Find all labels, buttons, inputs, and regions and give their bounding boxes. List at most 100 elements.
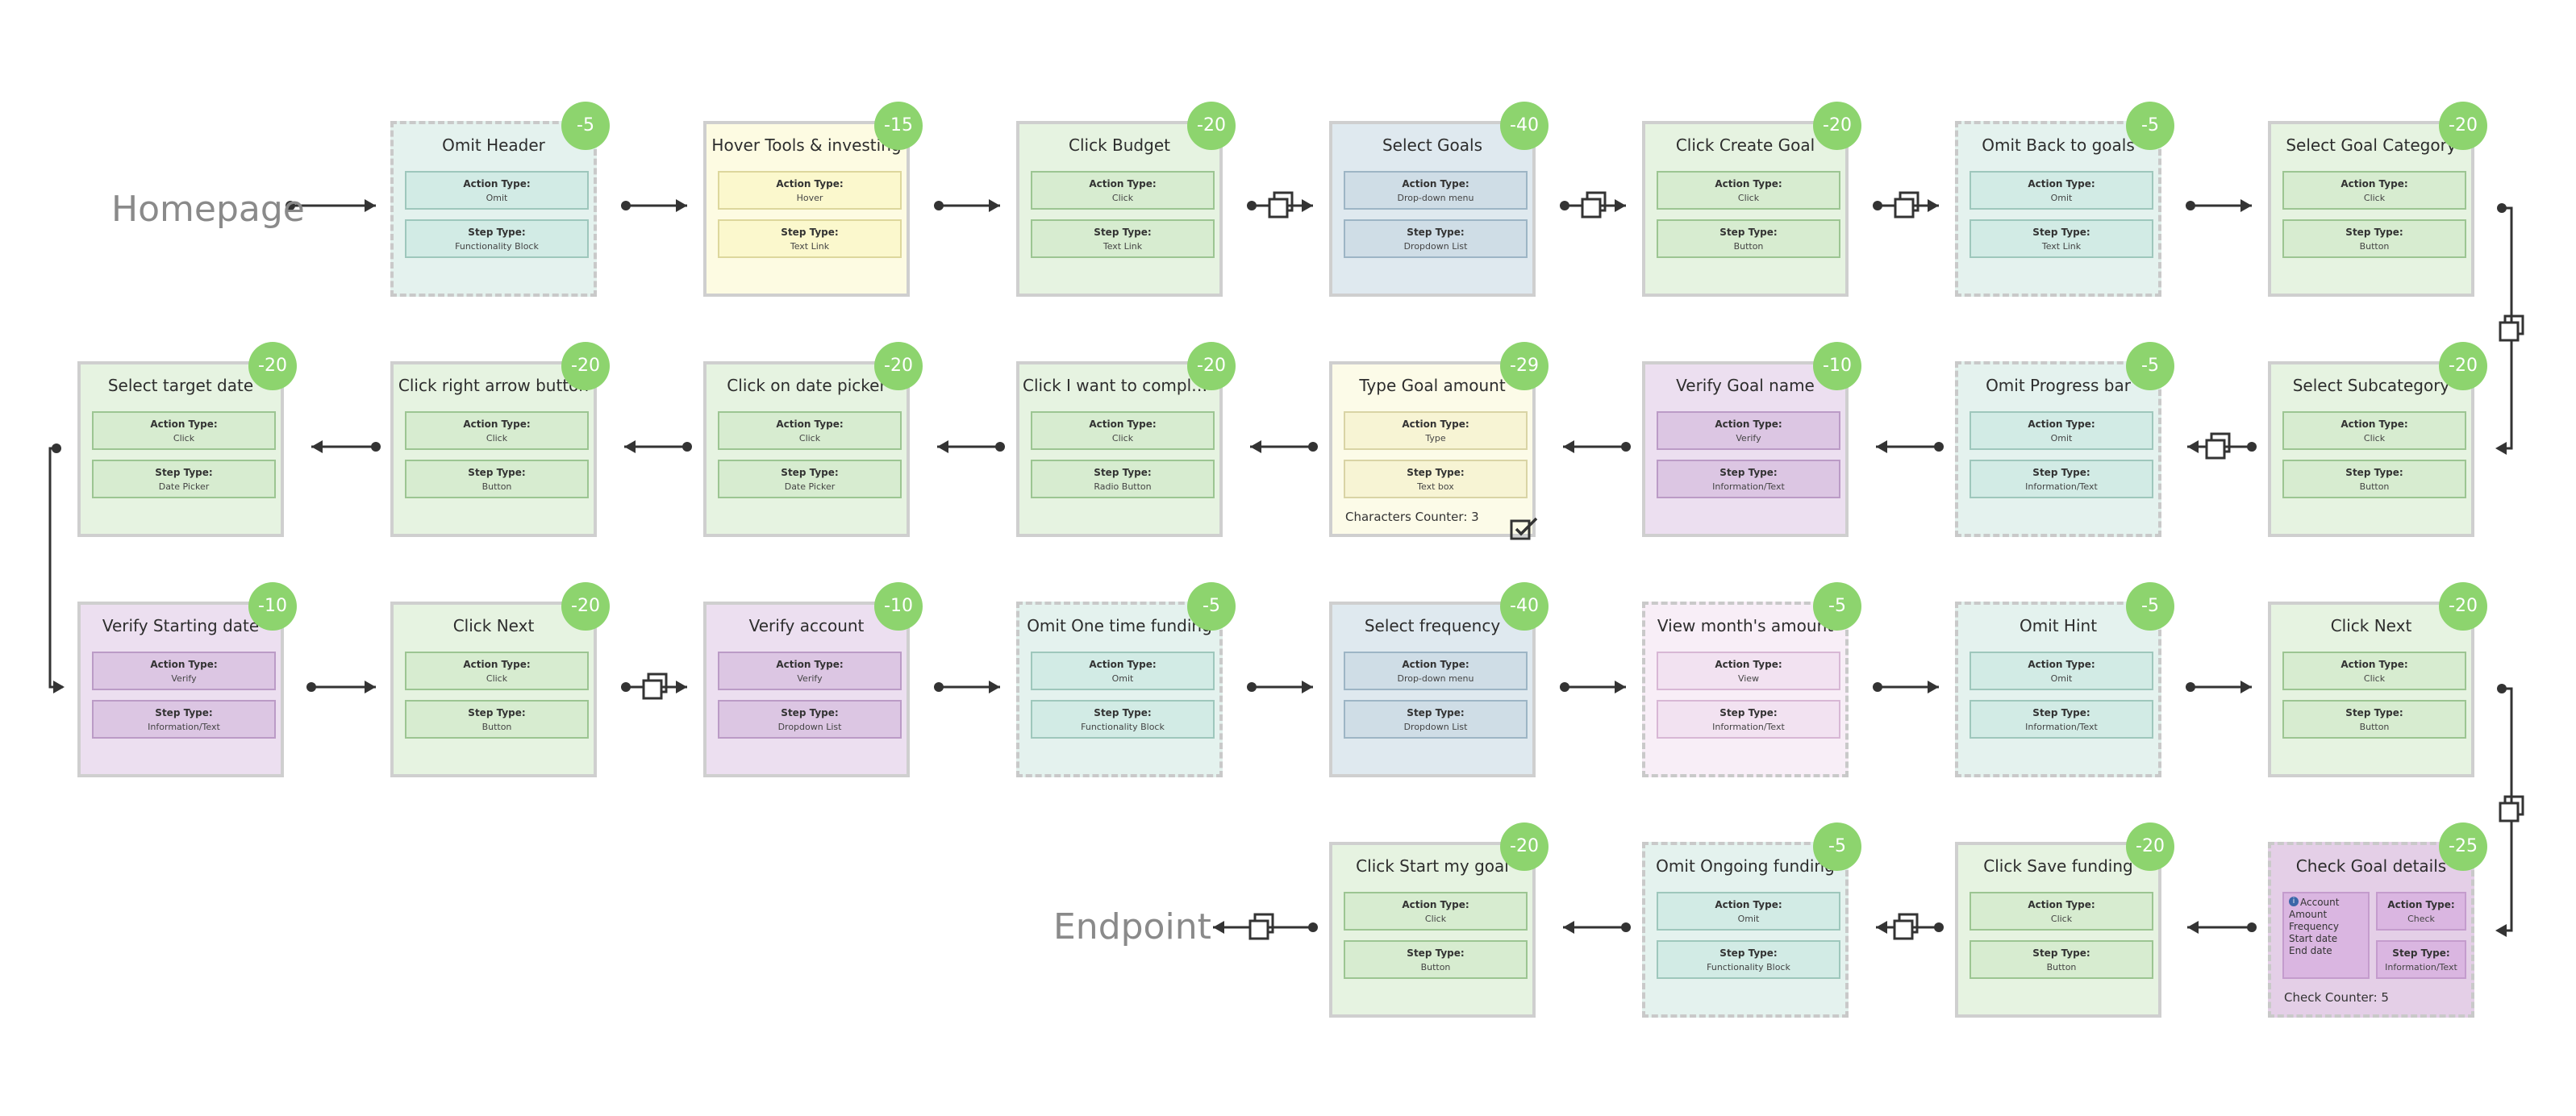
- step-type-field: Step Type: Information/Text: [1970, 700, 2153, 739]
- action-type-field: Action Type:Click: [2282, 171, 2466, 210]
- step-type-field: Step Type:Dropdown List: [1344, 700, 1528, 739]
- step-title: Hover Tools & investing: [711, 135, 902, 155]
- arrowhead-icon: [365, 681, 376, 693]
- action-type-field: Action Type:Click: [718, 411, 902, 450]
- step-title: View month's amount: [1657, 616, 1834, 635]
- step-type-field: Step Type:Date Picker: [718, 460, 902, 498]
- arrowhead-icon: [1302, 681, 1313, 693]
- action-type-field-label: Action Type:: [776, 178, 844, 189]
- action-type-field-value: Omit: [1737, 914, 1760, 924]
- action-type-field-label: Action Type:: [2028, 899, 2095, 910]
- checkbox-check-icon: [1510, 517, 1538, 540]
- action-type-field: Action Type:Click: [2282, 652, 2466, 690]
- action-type-field-value: Click: [1111, 433, 1134, 443]
- step-title: Click Create Goal: [1675, 135, 1815, 155]
- connector-dot: [2247, 442, 2257, 452]
- connector-dot: [2497, 684, 2507, 693]
- step-type-field-label: Step Type:: [1407, 467, 1465, 478]
- arrowhead-icon: [2495, 442, 2507, 455]
- score-badge: -20: [1500, 822, 1549, 871]
- step-type-field-label: Step Type:: [468, 707, 526, 718]
- step-type-field-value: Information/Text: [2025, 722, 2098, 732]
- action-type-field-label: Action Type:: [2387, 899, 2455, 910]
- connector-dot: [682, 442, 692, 452]
- step-title: Click Start my goal: [1356, 856, 1509, 876]
- score-badge: -20: [561, 582, 610, 631]
- score-badge: -29: [1500, 342, 1549, 390]
- connector-dot: [1247, 682, 1257, 692]
- connector-dot: [1873, 201, 1882, 210]
- arrowhead-icon: [1213, 921, 1224, 934]
- score-badge: -10: [874, 582, 923, 631]
- action-type-field: Action Type:Check: [2376, 892, 2466, 931]
- endpoint-label: Endpoint: [1053, 906, 1211, 947]
- connector-dot: [621, 682, 631, 692]
- action-type-field: Action Type:Omit: [1970, 411, 2153, 450]
- arrowhead-icon: [1876, 921, 1887, 934]
- step-title: Select frequency: [1364, 616, 1501, 635]
- copy-icon: [2499, 802, 2520, 822]
- connector-dot: [934, 682, 944, 692]
- arrowhead-icon: [2187, 440, 2199, 453]
- action-type-field-value: Type: [1425, 433, 1446, 443]
- action-type-field-label: Action Type:: [1715, 178, 1782, 189]
- step-type-field-label: Step Type:: [2032, 707, 2090, 718]
- score-badge: -20: [1187, 342, 1236, 390]
- step-title: Click right arrow button: [398, 376, 590, 395]
- step-type-field-value: Information/Text: [1712, 481, 1785, 492]
- step-type-field: Step Type:Text box: [1344, 460, 1528, 498]
- connector-dot: [1621, 442, 1631, 452]
- step-type-field: Step Type:Text Link: [1970, 219, 2153, 258]
- action-type-field-label: Action Type:: [2028, 659, 2095, 670]
- connector-dot: [306, 682, 316, 692]
- step-type-field-label: Step Type:: [468, 467, 526, 478]
- action-type-field-label: Action Type:: [1715, 418, 1782, 430]
- step-type-field: Step Type:Text Link: [718, 219, 902, 258]
- action-type-field-label: Action Type:: [1402, 418, 1469, 430]
- step-type-field-value: Text Link: [790, 241, 830, 252]
- arrowhead-icon: [1302, 199, 1313, 212]
- score-badge: -20: [248, 342, 297, 390]
- step-type-field: Step Type:Button: [2282, 219, 2466, 258]
- connector-dot: [1308, 922, 1318, 932]
- step-title: Verify Goal name: [1676, 376, 1815, 395]
- arrowhead-icon: [53, 681, 65, 693]
- connector-dot: [286, 201, 295, 210]
- connector-dot: [2247, 922, 2257, 932]
- action-type-field-value: Omit: [486, 193, 508, 203]
- arrowhead-icon: [311, 440, 323, 453]
- action-type-field-value: Click: [173, 433, 195, 443]
- step-type-field-value: Radio Button: [1094, 481, 1152, 492]
- step-title: Select Goals: [1382, 135, 1483, 155]
- step-type-field: Step Type:Information/Text: [1657, 700, 1840, 739]
- step-type-field: Step Type:Button: [1344, 940, 1528, 979]
- step-title: Click Next: [2330, 616, 2412, 635]
- score-badge: -20: [1813, 102, 1861, 150]
- action-type-field: Action Type:Verify: [718, 652, 902, 690]
- action-type-field-label: Action Type:: [2028, 178, 2095, 189]
- score-badge: -5: [2126, 342, 2174, 390]
- action-type-field: Action Type:Click: [1970, 892, 2153, 931]
- step-type-field: Step Type:Information/Text: [1970, 460, 2153, 498]
- step-title: Omit Ongoing funding: [1656, 856, 1835, 876]
- checklist-item-label: End date: [2289, 945, 2332, 956]
- step-type-field-value: Functionality Block: [455, 241, 539, 252]
- action-type-field-label: Action Type:: [1715, 899, 1782, 910]
- step-title: Click I want to complete m...: [1023, 376, 1216, 395]
- score-badge: -20: [561, 342, 610, 390]
- step-type-field: Step Type:Dropdown List: [718, 700, 902, 739]
- arrowhead-icon: [1928, 199, 1939, 212]
- connector-line: [48, 447, 63, 689]
- connector-dot: [371, 442, 381, 452]
